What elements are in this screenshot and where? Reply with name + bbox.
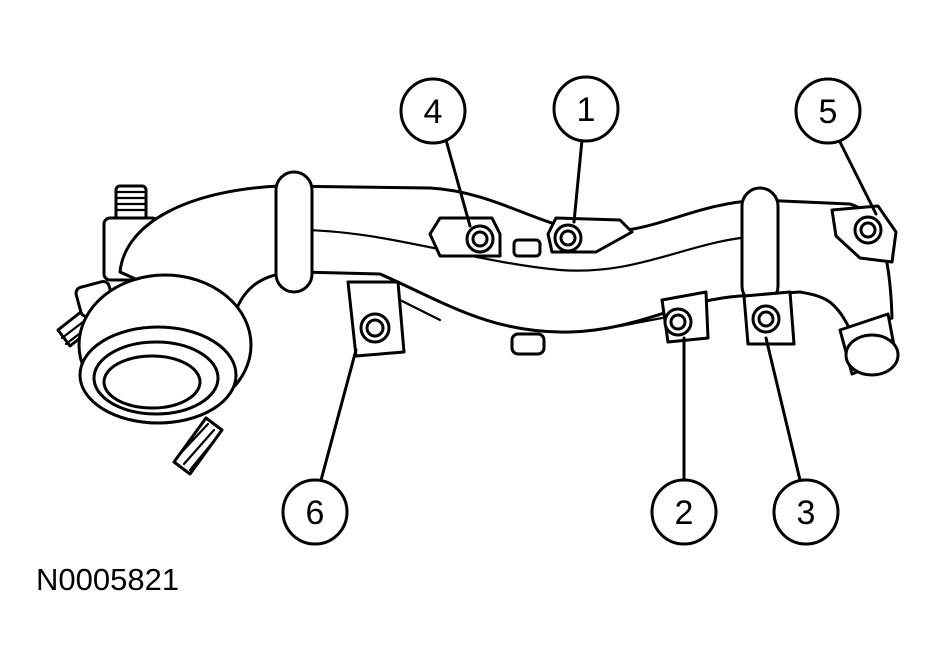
bracket-6 (346, 280, 442, 358)
nipples (510, 238, 546, 356)
leader-lines (318, 138, 878, 486)
callout-label: 6 (306, 494, 325, 532)
bracket-4 (428, 216, 502, 258)
stud-lower (172, 416, 224, 476)
callout-1: 1 (552, 75, 620, 143)
bracket-2 (618, 290, 710, 344)
clamp-bands (274, 170, 780, 306)
callout-label: 2 (675, 494, 694, 532)
callout-2: 2 (650, 478, 718, 546)
figure-reference-code: N0005821 (36, 562, 180, 597)
callout-label: 4 (424, 93, 443, 131)
bracket-3 (742, 290, 796, 346)
bracket-5 (830, 204, 898, 264)
outlet-cap (838, 312, 900, 377)
callout-label: 1 (577, 91, 596, 129)
bracket-1 (546, 216, 634, 254)
callout-label: 5 (819, 93, 838, 131)
ring-flange (77, 273, 253, 425)
callout-6: 6 (281, 478, 349, 546)
callout-3: 3 (772, 478, 840, 546)
callout-label: 3 (797, 494, 816, 532)
callout-5: 5 (794, 77, 862, 145)
callout-4: 4 (399, 77, 467, 145)
